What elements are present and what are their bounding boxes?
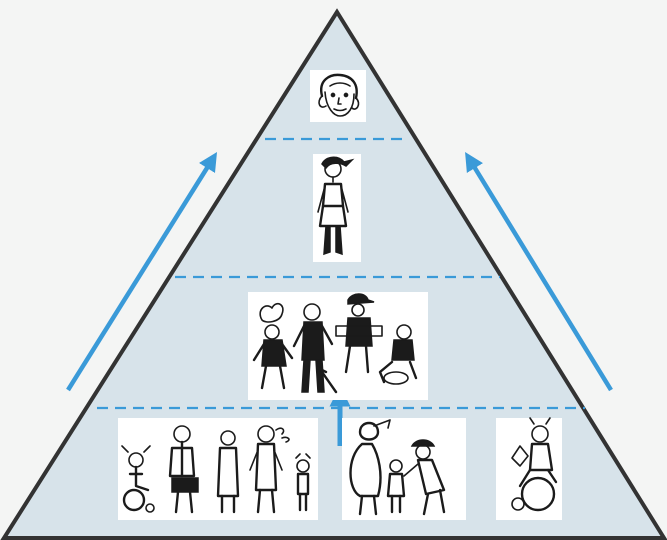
small-child-figure [295, 453, 311, 512]
middle-level [248, 292, 428, 400]
apex-level [310, 70, 366, 122]
wheelchair-child-figure [121, 445, 155, 513]
pyramid-shape [0, 8, 667, 540]
standing-person-figure [216, 430, 240, 514]
standing-woman-figure [317, 156, 355, 256]
standing-person-figure [168, 425, 199, 514]
group-of-people-figure [252, 293, 418, 394]
base-photo-frame-center [342, 418, 466, 520]
parent-with-child-figure [386, 459, 406, 514]
right-upward-arrow [465, 151, 613, 392]
pregnant-woman-figure [349, 419, 391, 516]
apex-photo-frame [310, 70, 366, 122]
woman-face-figure [318, 73, 360, 117]
person-with-ribbons-figure [249, 425, 290, 514]
base-level [118, 417, 562, 520]
upper-level [313, 154, 361, 262]
left-upward-arrow [66, 151, 218, 392]
adult-with-child-figure [403, 439, 446, 516]
wheelchair-person-figure [511, 417, 558, 512]
